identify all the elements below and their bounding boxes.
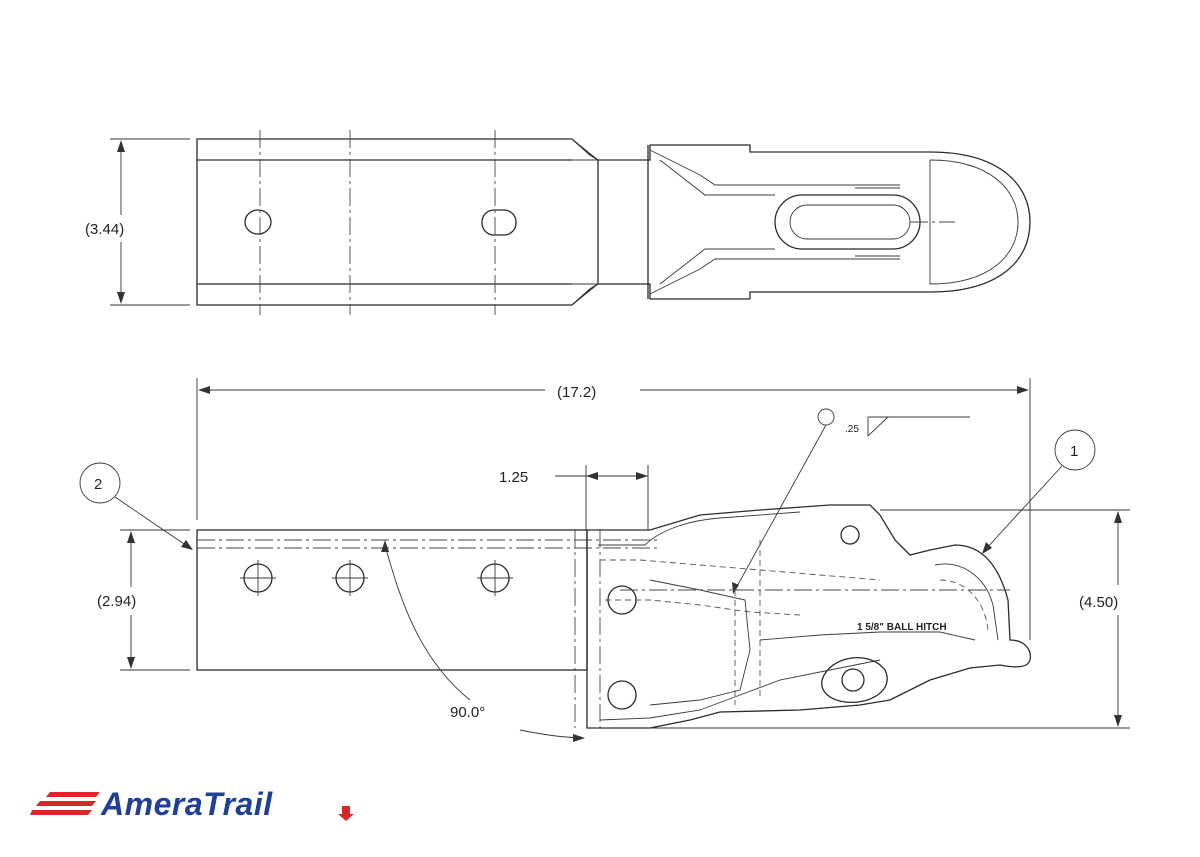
brand-name: AmeraTrail — [101, 786, 273, 822]
weld-size: .25 — [845, 424, 859, 435]
side-view — [79, 378, 1130, 742]
dim-total-height: (4.50) — [1079, 594, 1118, 611]
casting-text: 1 5/8" BALL HITCH — [857, 622, 947, 633]
top-view — [110, 130, 1031, 315]
dim-angle: 90.0° — [450, 704, 485, 721]
callout-2: 2 — [94, 476, 102, 493]
ameratrail-logo-icon — [30, 792, 354, 821]
callout-1: 1 — [1070, 443, 1078, 460]
dim-side-height: (2.94) — [97, 593, 136, 610]
dim-overall-length: (17.2) — [557, 384, 596, 401]
dim-top-width: (3.44) — [85, 221, 124, 238]
dim-offset: 1.25 — [499, 469, 528, 486]
